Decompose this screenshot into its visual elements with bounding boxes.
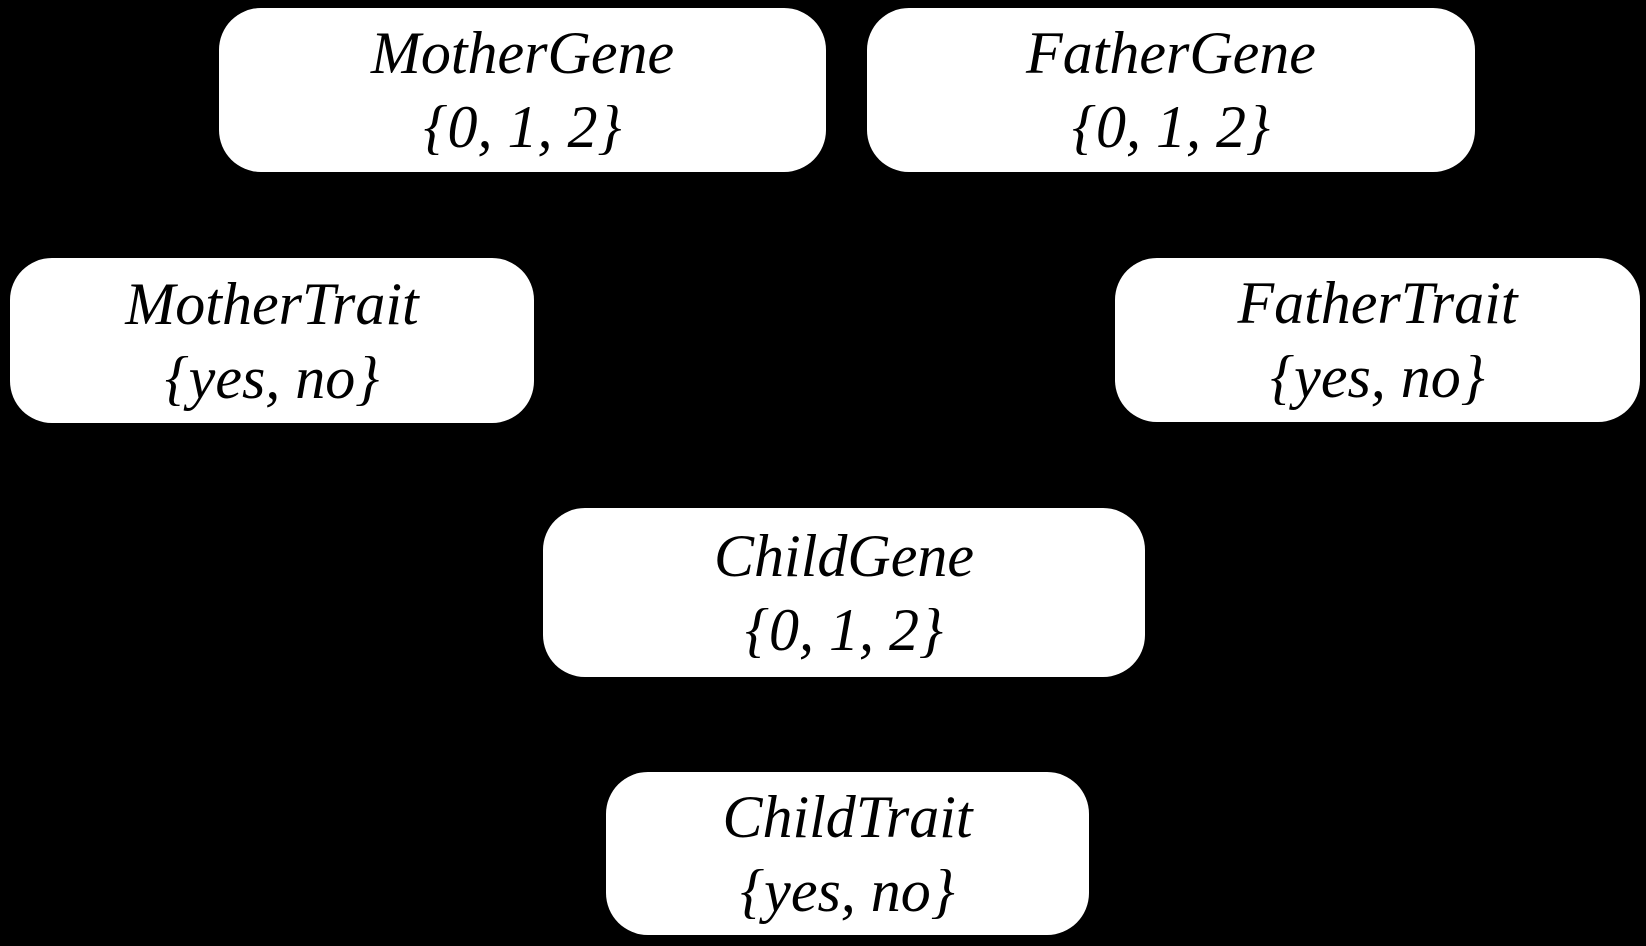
node-childgene: ChildGene {0, 1, 2} (543, 508, 1145, 677)
node-fathergene: FatherGene {0, 1, 2} (867, 8, 1475, 172)
node-mothertrait-label: MotherTrait (125, 270, 419, 337)
node-mothertrait-values: {yes, no} (164, 344, 380, 411)
node-fathergene-label: FatherGene (1026, 20, 1316, 86)
node-mothergene: MotherGene {0, 1, 2} (219, 8, 826, 172)
node-fathertrait-values: {yes, no} (1270, 344, 1485, 410)
node-mothertrait: MotherTrait {yes, no} (10, 258, 534, 423)
node-childtrait-values: {yes, no} (740, 857, 955, 924)
node-fathertrait: FatherTrait {yes, no} (1115, 258, 1640, 422)
node-mothergene-label: MotherGene (370, 20, 675, 86)
node-mothergene-values: {0, 1, 2} (423, 94, 622, 160)
node-childtrait: ChildTrait {yes, no} (606, 772, 1089, 935)
node-childtrait-label: ChildTrait (722, 783, 973, 850)
node-fathergene-values: {0, 1, 2} (1072, 94, 1270, 160)
node-childgene-label: ChildGene (714, 522, 974, 589)
node-fathertrait-label: FatherTrait (1237, 270, 1518, 336)
node-childgene-values: {0, 1, 2} (745, 596, 943, 663)
